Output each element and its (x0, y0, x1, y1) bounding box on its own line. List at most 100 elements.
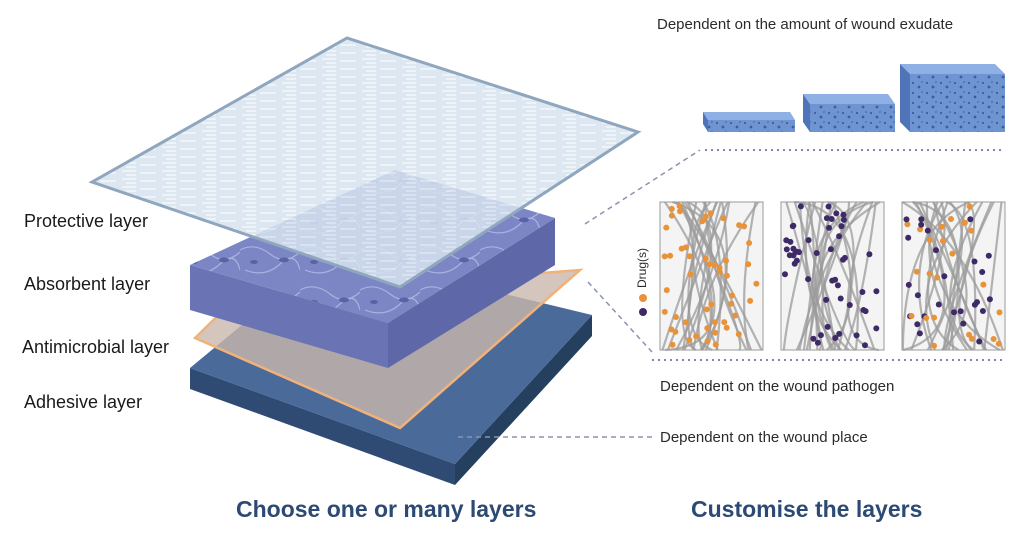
drug-particle (825, 203, 832, 210)
drug-particle (841, 254, 848, 261)
drug-particle (687, 271, 694, 278)
drug-particle (918, 221, 925, 228)
drug-particle (721, 319, 728, 326)
sponge-thick (900, 64, 1005, 132)
fiber-strand (800, 200, 837, 351)
drug-particle (924, 227, 931, 234)
drug-particle (661, 308, 668, 315)
drug-particle (840, 211, 847, 218)
drug-particle (676, 203, 683, 210)
drug-particle (866, 251, 873, 258)
drug-particle (931, 342, 937, 349)
absorbent-layer-label: Absorbent layer (24, 274, 151, 294)
drug-particle (985, 252, 992, 259)
drug-particle (853, 332, 860, 339)
drug-particle (905, 281, 912, 288)
drug-particle (941, 273, 948, 280)
drug-particle (782, 271, 788, 278)
drug-particle (814, 339, 821, 346)
drug-particle (711, 262, 718, 268)
drug-particle (728, 300, 735, 307)
antimicrobial-layer-label: Antimicrobial layer (22, 337, 170, 357)
drug-particle (787, 238, 794, 245)
drug-particle (913, 268, 920, 275)
drug-particle (990, 336, 997, 342)
drug-particle (702, 255, 709, 262)
drug-particle (923, 315, 930, 321)
drug-particle (723, 257, 729, 264)
drug-purple-dot (639, 308, 647, 316)
drug-particle (914, 321, 921, 328)
sponge-medium (803, 94, 895, 132)
left-heading: Choose one or many layers (236, 496, 537, 522)
drug-particle (668, 205, 675, 212)
drug-particle (828, 216, 835, 222)
drug-particle (859, 289, 866, 295)
fiber-strand (901, 200, 970, 351)
drug-particle (980, 281, 987, 288)
drug-particle (686, 253, 693, 260)
drug-particle (791, 260, 798, 267)
drug-particle (712, 341, 719, 348)
drug-particle (817, 332, 824, 339)
drug-particle (747, 297, 754, 304)
fiber-strand (692, 201, 760, 351)
drug-particle (966, 331, 973, 338)
drug-particle (840, 216, 847, 223)
drug-particle (708, 301, 715, 308)
exudate-note: Dependent on the amount of wound exudate (657, 16, 954, 33)
fiber-strand (782, 201, 817, 351)
drug-particle (917, 226, 924, 233)
drug-particle (735, 331, 742, 338)
drug-particle (862, 308, 869, 315)
drug-particle (823, 296, 830, 303)
drug-particle (836, 330, 843, 337)
drug-particle (996, 309, 1003, 316)
drug-particle (723, 272, 730, 279)
drug-legend-label: Drug(s) (635, 247, 649, 288)
fiber-strand (983, 201, 1003, 351)
fiber-strand (945, 200, 977, 351)
drug-particle (693, 333, 700, 340)
drug-particle (829, 277, 836, 284)
sponge-thin (703, 112, 795, 132)
pathogen-note: Dependent on the wound pathogen (660, 378, 895, 395)
drug-particle (729, 292, 736, 299)
fiber-strand (949, 201, 984, 351)
drug-particle (948, 216, 954, 222)
drug-particle (938, 223, 945, 230)
fiber-strand (819, 200, 874, 351)
drug-particle (903, 216, 910, 223)
drug-particle (834, 282, 841, 289)
fiber-strand (808, 201, 819, 351)
drug-particle (753, 280, 760, 287)
drug-particle (862, 342, 868, 349)
drug-particle (792, 248, 799, 255)
fiber-strand (910, 201, 946, 351)
drug-particle (723, 324, 730, 331)
drug-particle (957, 308, 964, 315)
drug-particle (905, 234, 912, 241)
fiber-strand (932, 201, 968, 351)
drug-particle (873, 288, 880, 295)
fiber-strand (804, 201, 843, 351)
drug-particle (703, 306, 710, 313)
drug-particle (976, 338, 983, 345)
fiber-strand (683, 200, 713, 351)
drug-particle (805, 276, 812, 283)
drug-particle (686, 336, 693, 343)
protective-layer-label: Protective layer (24, 211, 149, 231)
drug-particle (789, 223, 796, 230)
adhesive-layer-label: Adhesive layer (24, 392, 143, 412)
drug-particle (826, 224, 832, 231)
drug-particle (677, 208, 683, 215)
fiber-strand (793, 201, 857, 352)
fiber-strand (686, 201, 742, 351)
drug-particle (838, 223, 845, 230)
drug-particle (663, 224, 670, 231)
right-heading: Customise the layers (691, 496, 923, 522)
drug-particle (707, 210, 714, 217)
drug-particle (935, 301, 942, 308)
drug-particle (968, 227, 975, 234)
